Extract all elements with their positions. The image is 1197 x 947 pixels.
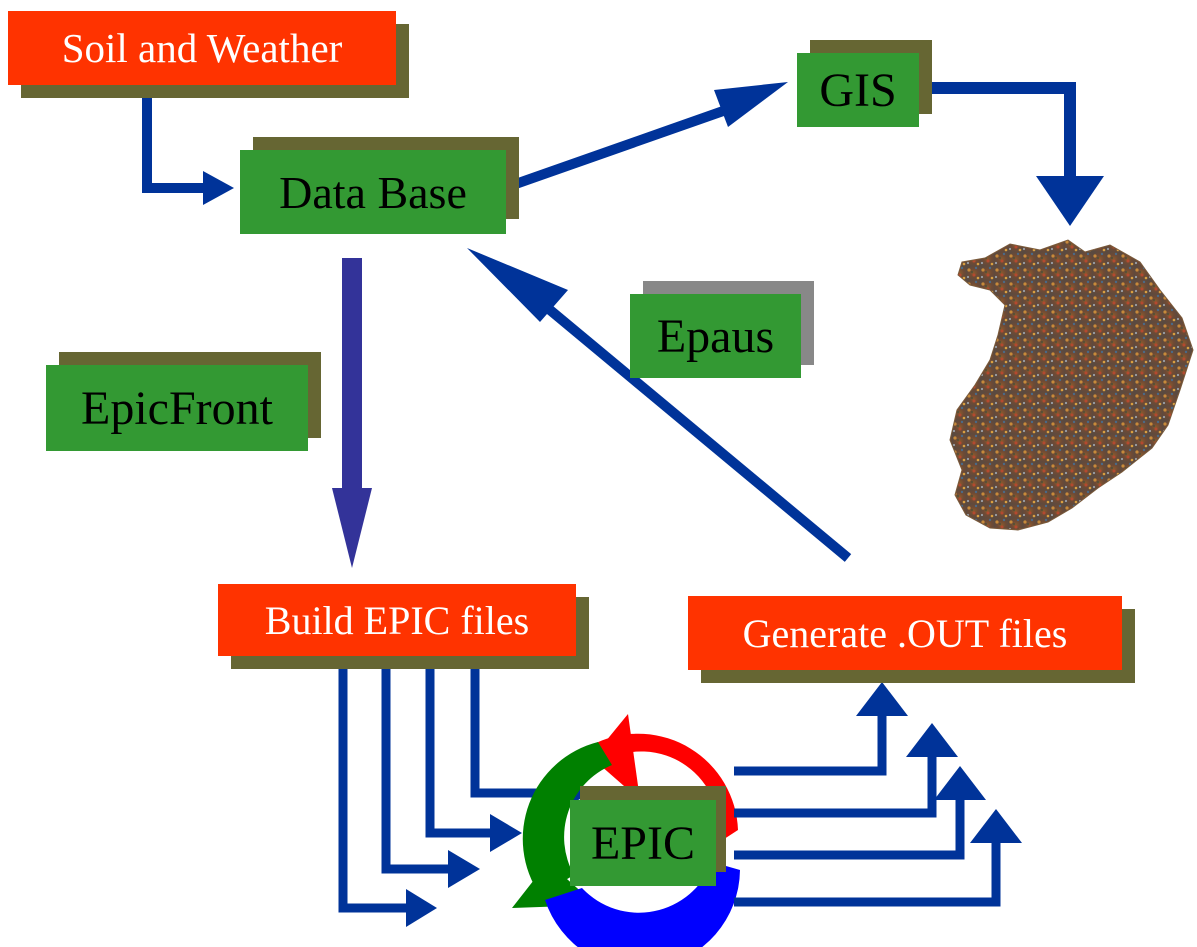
epaus-box: Epaus <box>630 294 801 378</box>
epicfront-label: EpicFront <box>81 381 273 435</box>
arrow-soil-to-database <box>142 86 234 205</box>
build-epic-label: Build EPIC files <box>264 597 530 643</box>
arrow-database-to-gis <box>488 82 788 198</box>
database-box: Data Base <box>240 150 506 234</box>
arrow-database-to-build <box>332 258 372 568</box>
epic-label: EPIC <box>590 816 695 870</box>
generate-out-label: Generate .OUT files <box>742 610 1068 656</box>
generate-out-box: Generate .OUT files <box>688 596 1122 670</box>
epaus-label: Epaus <box>656 309 775 363</box>
soil-weather-box: Soil and Weather <box>8 11 396 85</box>
map-icon <box>949 239 1194 531</box>
gis-label: GIS <box>819 63 897 117</box>
epicfront-box: EpicFront <box>46 365 308 451</box>
arrow-gis-to-map <box>920 82 1104 226</box>
soil-weather-label: Soil and Weather <box>61 25 343 71</box>
arrow-generate-to-database <box>467 248 852 562</box>
database-label: Data Base <box>279 166 467 218</box>
arrows-epic-to-generate <box>734 682 1022 907</box>
gis-box: GIS <box>797 53 919 127</box>
epic-box: EPIC <box>570 800 716 886</box>
cycle-icon <box>512 714 740 947</box>
build-epic-box: Build EPIC files <box>218 584 576 656</box>
